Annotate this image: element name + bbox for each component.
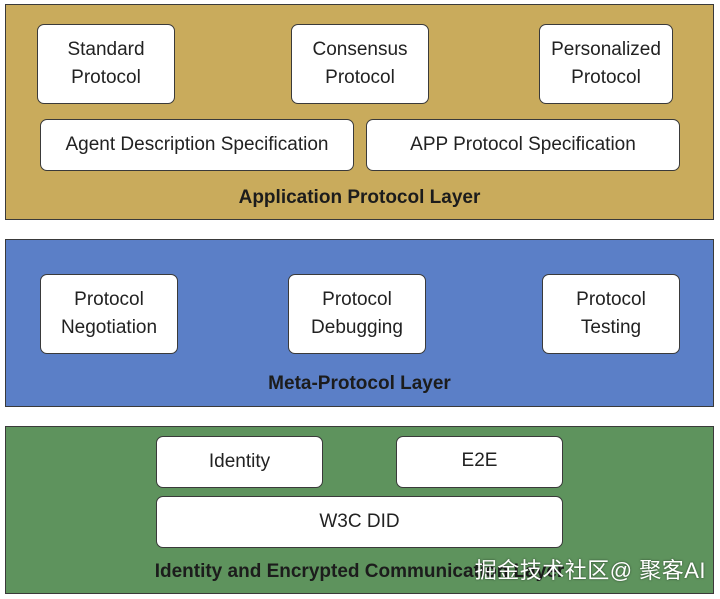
agent-description-spec-box: Agent Description Specification — [40, 119, 354, 171]
personalized-protocol-label: Personalized Protocol — [551, 39, 661, 88]
app-protocol-spec-label: APP Protocol Specification — [410, 134, 636, 155]
application-protocol-layer: Standard Protocol Consensus Protocol Per… — [5, 4, 714, 220]
protocol-negotiation-label: Protocol Negotiation — [60, 289, 158, 338]
personalized-protocol-box: Personalized Protocol — [539, 24, 673, 104]
protocol-debugging-label: Protocol Debugging — [311, 289, 403, 338]
application-layer-title: Application Protocol Layer — [238, 187, 481, 208]
protocol-negotiation-box: Protocol Negotiation — [40, 274, 178, 354]
protocol-debugging-box: Protocol Debugging — [288, 274, 426, 354]
app-protocol-spec-box: APP Protocol Specification — [366, 119, 680, 171]
w3c-did-box: W3C DID — [156, 496, 563, 548]
standard-protocol-box: Standard Protocol — [37, 24, 175, 104]
meta-protocol-layer-title: Meta-Protocol Layer — [268, 373, 451, 394]
identity-box: Identity — [156, 436, 323, 488]
standard-protocol-label: Standard Protocol — [67, 39, 145, 88]
agent-description-spec-label: Agent Description Specification — [65, 134, 329, 155]
identity-label: Identity — [208, 451, 271, 472]
consensus-protocol-box: Consensus Protocol — [291, 24, 429, 104]
w3c-did-label: W3C DID — [319, 511, 400, 532]
consensus-protocol-label: Consensus Protocol — [312, 39, 408, 88]
meta-protocol-layer: Protocol Negotiation Protocol Debugging … — [5, 239, 714, 407]
e2e-box: E2E — [396, 436, 563, 488]
identity-encrypted-communication-layer: Identity E2E W3C DID Identity and Encryp… — [5, 426, 714, 594]
protocol-testing-box: Protocol Testing — [542, 274, 680, 354]
watermark-text: 掘金技术社区@ 聚客AI — [474, 558, 706, 583]
e2e-label: E2E — [461, 450, 498, 471]
protocol-testing-label: Protocol Testing — [576, 289, 646, 338]
identity-layer-title: Identity and Encrypted Communication Lay… — [154, 561, 565, 582]
